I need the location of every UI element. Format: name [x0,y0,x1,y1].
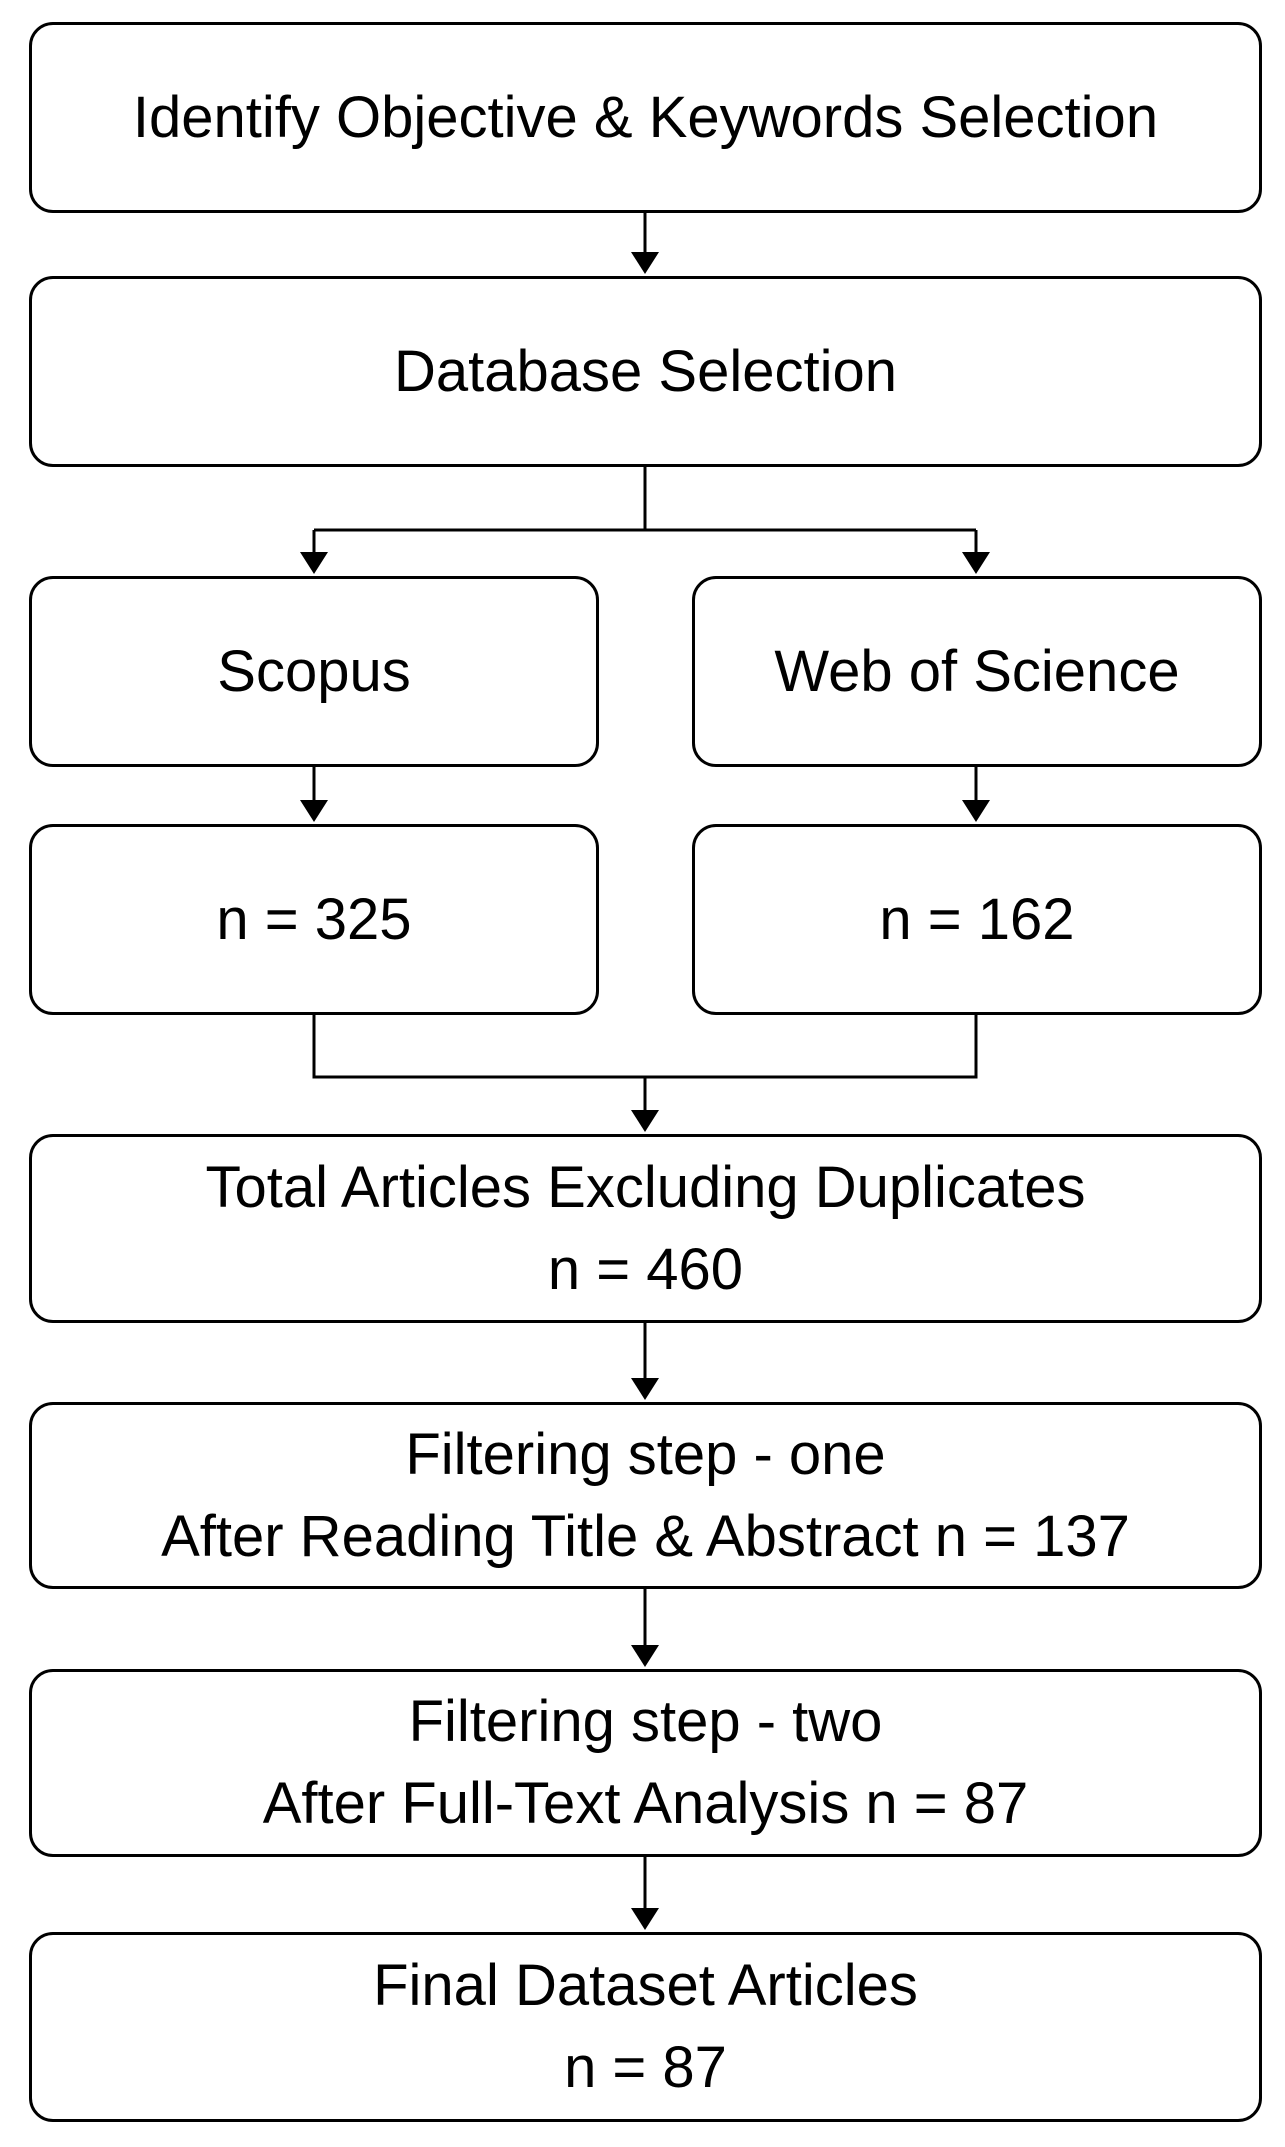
database-selection-label: Database Selection [394,338,897,404]
filtering-step-one-box: Filtering step - one After Reading Title… [29,1402,1262,1589]
arrowhead-filter2-to-final [631,1908,659,1930]
final-dataset-box: Final Dataset Articles n = 87 [29,1932,1262,2122]
scopus-box: Scopus [29,576,599,767]
filtering-step-one-detail: After Reading Title & Abstract n = 137 [161,1503,1130,1569]
identify-objective-box: Identify Objective & Keywords Selection [29,22,1262,213]
identify-objective-label: Identify Objective & Keywords Selection [132,84,1159,150]
web-of-science-count-label: n = 162 [879,886,1075,952]
filtering-step-two-title: Filtering step - two [408,1689,883,1754]
arrowhead-split-to-scopus [300,552,328,574]
arrowhead-merge-to-total [631,1110,659,1132]
filtering-step-two-box: Filtering step - two After Full-Text Ana… [29,1669,1262,1857]
scopus-label: Scopus [217,638,411,704]
filtering-step-one-title: Filtering step - one [405,1421,886,1487]
final-dataset-count: n = 87 [564,2035,727,2100]
final-dataset-title: Final Dataset Articles [373,1953,918,2018]
arrowhead-scopus-to-count [300,800,328,822]
web-of-science-count-box: n = 162 [692,824,1262,1015]
total-articles-count: n = 460 [547,1236,744,1302]
arrowhead-filter1-to-filter2 [631,1645,659,1667]
database-selection-box: Database Selection [29,276,1262,467]
scopus-count-box: n = 325 [29,824,599,1015]
arrowhead-wos-to-count [962,800,990,822]
arrowhead-split-to-wos [962,552,990,574]
filtering-step-two-detail: After Full-Text Analysis n = 87 [262,1771,1029,1836]
arrowhead-identify-to-database [631,252,659,274]
total-articles-title: Total Articles Excluding Duplicates [205,1154,1086,1220]
arrowhead-total-to-filter1 [631,1378,659,1400]
scopus-count-label: n = 325 [216,886,412,952]
total-articles-box: Total Articles Excluding Duplicates n = … [29,1134,1262,1323]
web-of-science-label: Web of Science [774,638,1180,704]
connector-merge [312,1015,978,1079]
web-of-science-box: Web of Science [692,576,1262,767]
